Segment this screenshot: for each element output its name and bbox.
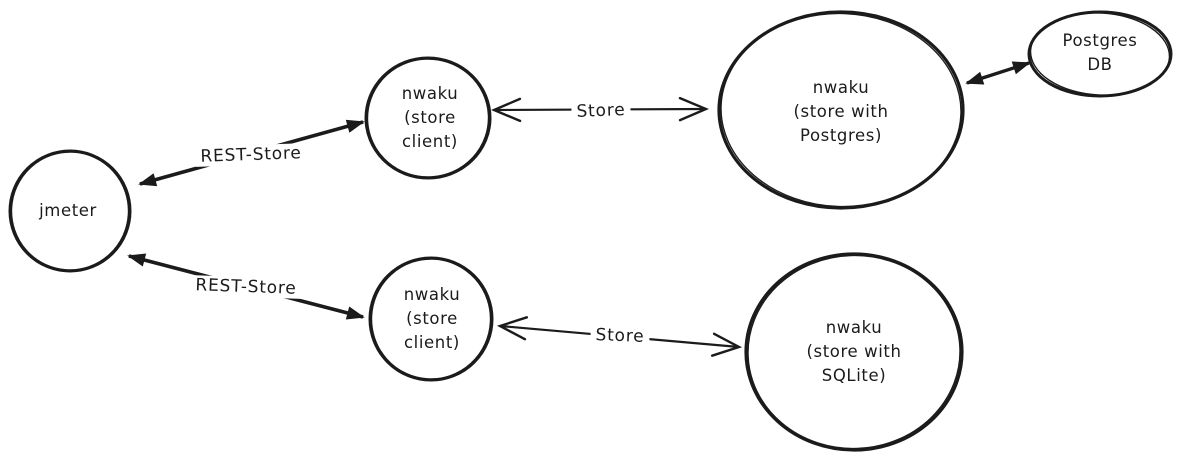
node-jmeter-shape (8, 149, 132, 273)
edge-rest-store-bottom-label: REST-Store (190, 275, 302, 299)
edge-rest-store-top-label: REST-Store (195, 143, 307, 167)
edge-postgres-db-link-arrow (965, 61, 1031, 85)
node-store-postgres-shape (717, 10, 965, 210)
node-postgres-db-shape (1027, 10, 1173, 98)
edge-store-top-label: Store (571, 99, 631, 123)
node-store-sqlite-shape (744, 252, 964, 452)
node-store-client-bottom-shape (368, 256, 494, 382)
node-store-client-top-shape (364, 56, 492, 180)
edge-store-bottom-label: Store (590, 324, 650, 348)
